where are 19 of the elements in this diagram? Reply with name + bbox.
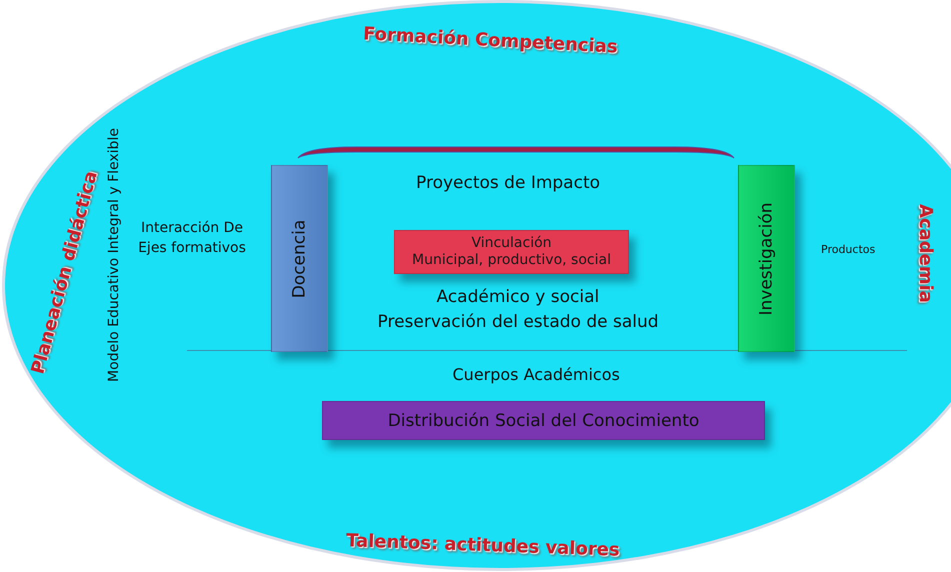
distribution-box xyxy=(322,401,765,440)
box-heading: Vinculación xyxy=(471,235,552,252)
investigacion-bar xyxy=(738,165,795,352)
box-title: Docencia xyxy=(290,219,310,298)
text-label: Cuerpos Académicos xyxy=(452,364,620,384)
vinculacion-box xyxy=(394,230,629,274)
box-title: Distribución Social del Conocimiento xyxy=(388,410,700,430)
text-label: Proyectos de Impacto xyxy=(416,173,600,193)
text-label: Productos xyxy=(821,242,876,256)
docencia-bar xyxy=(271,165,328,352)
text-label: Académico y social xyxy=(436,287,600,307)
text-label: Modelo Educativo Integral y Flexible xyxy=(106,128,122,382)
text-label: Preservación del estado de salud xyxy=(378,312,659,332)
box-text: Municipal, productivo, social xyxy=(412,252,611,269)
box-title: Investigación xyxy=(756,202,776,315)
arc-heading: Talentos: actitudes valores xyxy=(346,530,620,560)
arc-heading: Formación Competencias xyxy=(362,22,618,58)
text-label: Interacción De Ejes formativos xyxy=(137,219,247,258)
arc-heading: Academia xyxy=(914,204,936,302)
